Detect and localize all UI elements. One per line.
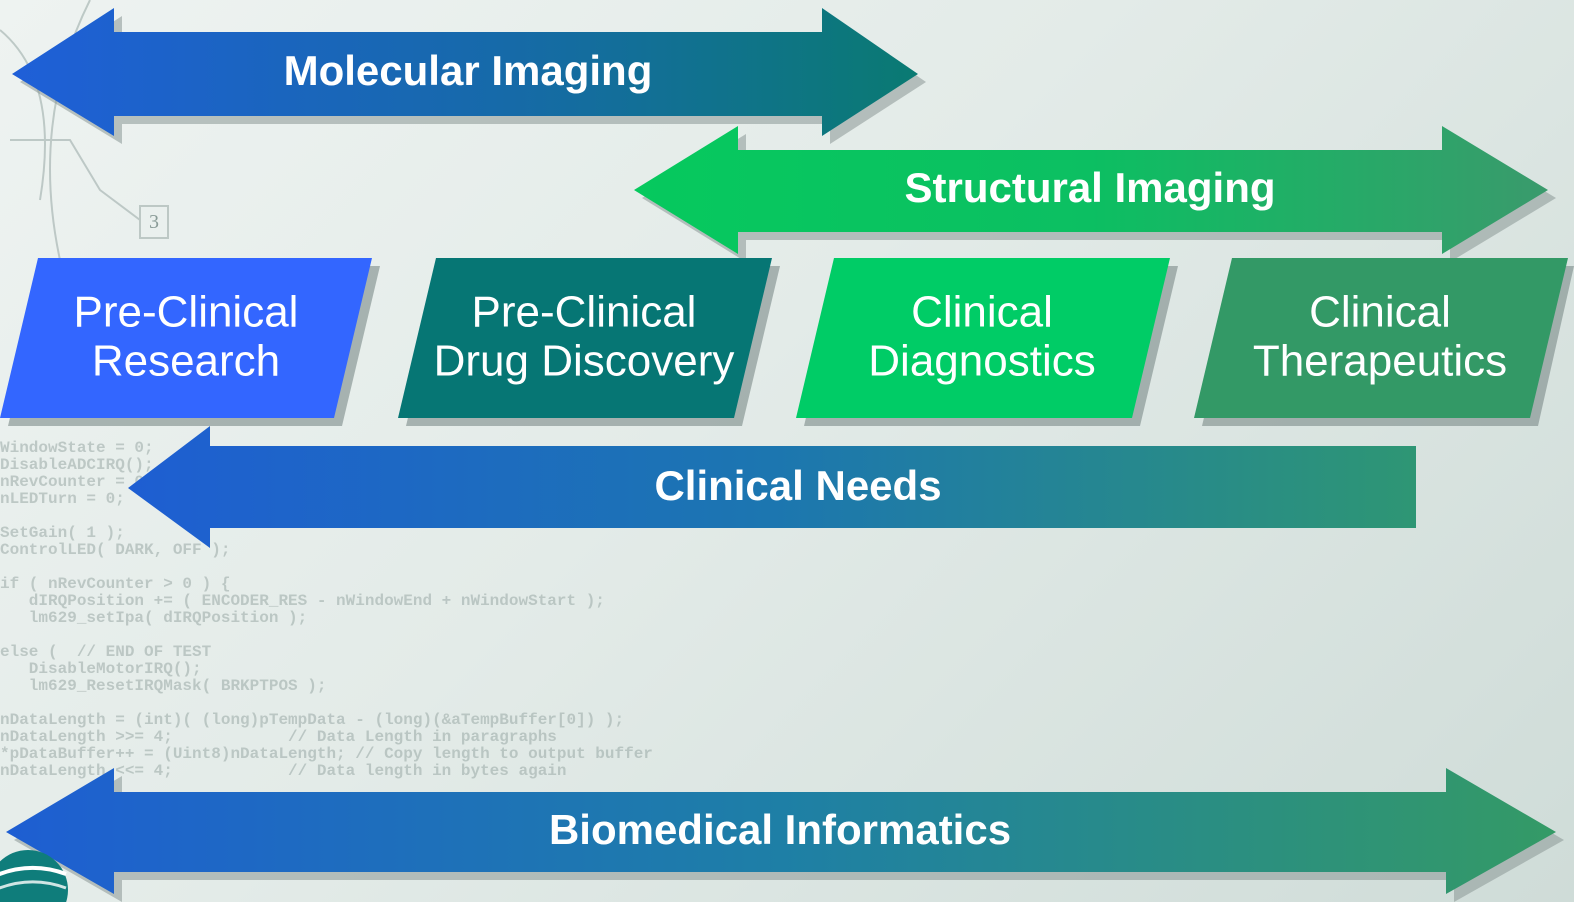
structural-imaging-label: Structural Imaging	[904, 164, 1275, 211]
stage-line1: Clinical	[1309, 288, 1451, 337]
molecular-imaging-arrow: Molecular Imaging	[12, 8, 926, 144]
stage-line2: Diagnostics	[868, 337, 1095, 386]
structural-imaging-arrow: Structural Imaging	[634, 126, 1556, 262]
logo-fragment	[0, 850, 68, 902]
stage-line2: Research	[92, 337, 280, 386]
stage-line1: Pre-Clinical	[74, 288, 299, 337]
stage-clinical-diagnostics: Clinical Diagnostics	[796, 258, 1178, 426]
circuit-number-label: 3	[149, 211, 159, 233]
clinical-needs-label: Clinical Needs	[654, 462, 941, 509]
molecular-imaging-label: Molecular Imaging	[284, 47, 653, 94]
stage-pre-clinical-research: Pre-Clinical Research	[0, 258, 380, 426]
stage-line2: Drug Discovery	[434, 337, 735, 386]
biomedical-informatics-label: Biomedical Informatics	[549, 806, 1011, 853]
stage-line2: Therapeutics	[1253, 337, 1507, 386]
biomedical-informatics-arrow: Biomedical Informatics	[6, 768, 1564, 902]
stage-line1: Clinical	[911, 288, 1053, 337]
clinical-needs-arrow: Clinical Needs	[128, 426, 1416, 548]
stage-clinical-therapeutics: Clinical Therapeutics	[1194, 258, 1574, 426]
circuit-decoration	[0, 0, 169, 261]
stage-pre-clinical-drug-discovery: Pre-Clinical Drug Discovery	[398, 258, 780, 426]
stage-line1: Pre-Clinical	[472, 288, 697, 337]
background-code-texture: WindowState = 0; DisableADCIRQ(); nRevCo…	[0, 439, 653, 780]
